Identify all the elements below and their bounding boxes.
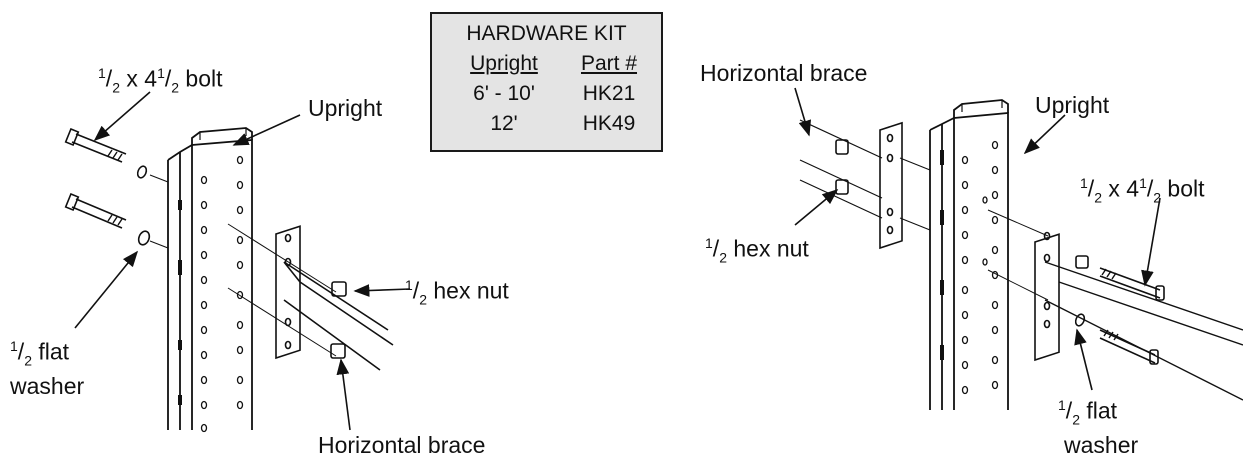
left-upright-label: Upright <box>308 95 383 121</box>
right-horizontal-brace-back <box>800 120 930 248</box>
column-header-part: Part # <box>580 52 638 75</box>
hardware-kit-title: HARDWARE KIT <box>466 22 627 45</box>
part-number-cell: HK21 <box>582 82 636 105</box>
part-number-cell: HK49 <box>582 112 636 135</box>
right-hex-nut-label: 1/2 hex nut <box>705 235 809 266</box>
left-bolt-label: 1/2 x 41/2 bolt <box>98 65 223 96</box>
upright-size-cell: 6' - 10' <box>473 82 535 105</box>
left-horizontal-brace <box>228 224 393 370</box>
left-upright <box>168 128 252 430</box>
right-horizontal-brace-label: Horizontal brace <box>700 60 868 86</box>
hardware-kit-header-row: Upright Part # <box>432 52 661 78</box>
left-horizontal-brace-label: Horizontal brace <box>318 432 486 458</box>
hardware-kit-row: 12' HK49 <box>432 112 661 138</box>
column-header-upright: Upright <box>470 52 538 75</box>
leader-arrows <box>75 88 1160 430</box>
left-bolts <box>66 129 168 248</box>
right-bolt-label: 1/2 x 41/2 bolt <box>1080 175 1205 206</box>
upright-size-cell: 12' <box>490 112 518 135</box>
right-upright <box>930 100 1008 410</box>
hardware-kit-row: 6' - 10' HK21 <box>432 82 661 108</box>
left-upright-holes <box>202 157 243 432</box>
right-upright-label: Upright <box>1035 92 1110 118</box>
left-hex-nut-label: 1/2 hex nut <box>405 277 509 308</box>
right-horizontal-brace-front <box>988 210 1243 400</box>
right-upright-holes <box>963 142 998 394</box>
hardware-kit-box: HARDWARE KIT Upright Part # 6' - 10' HK2… <box>430 12 663 152</box>
